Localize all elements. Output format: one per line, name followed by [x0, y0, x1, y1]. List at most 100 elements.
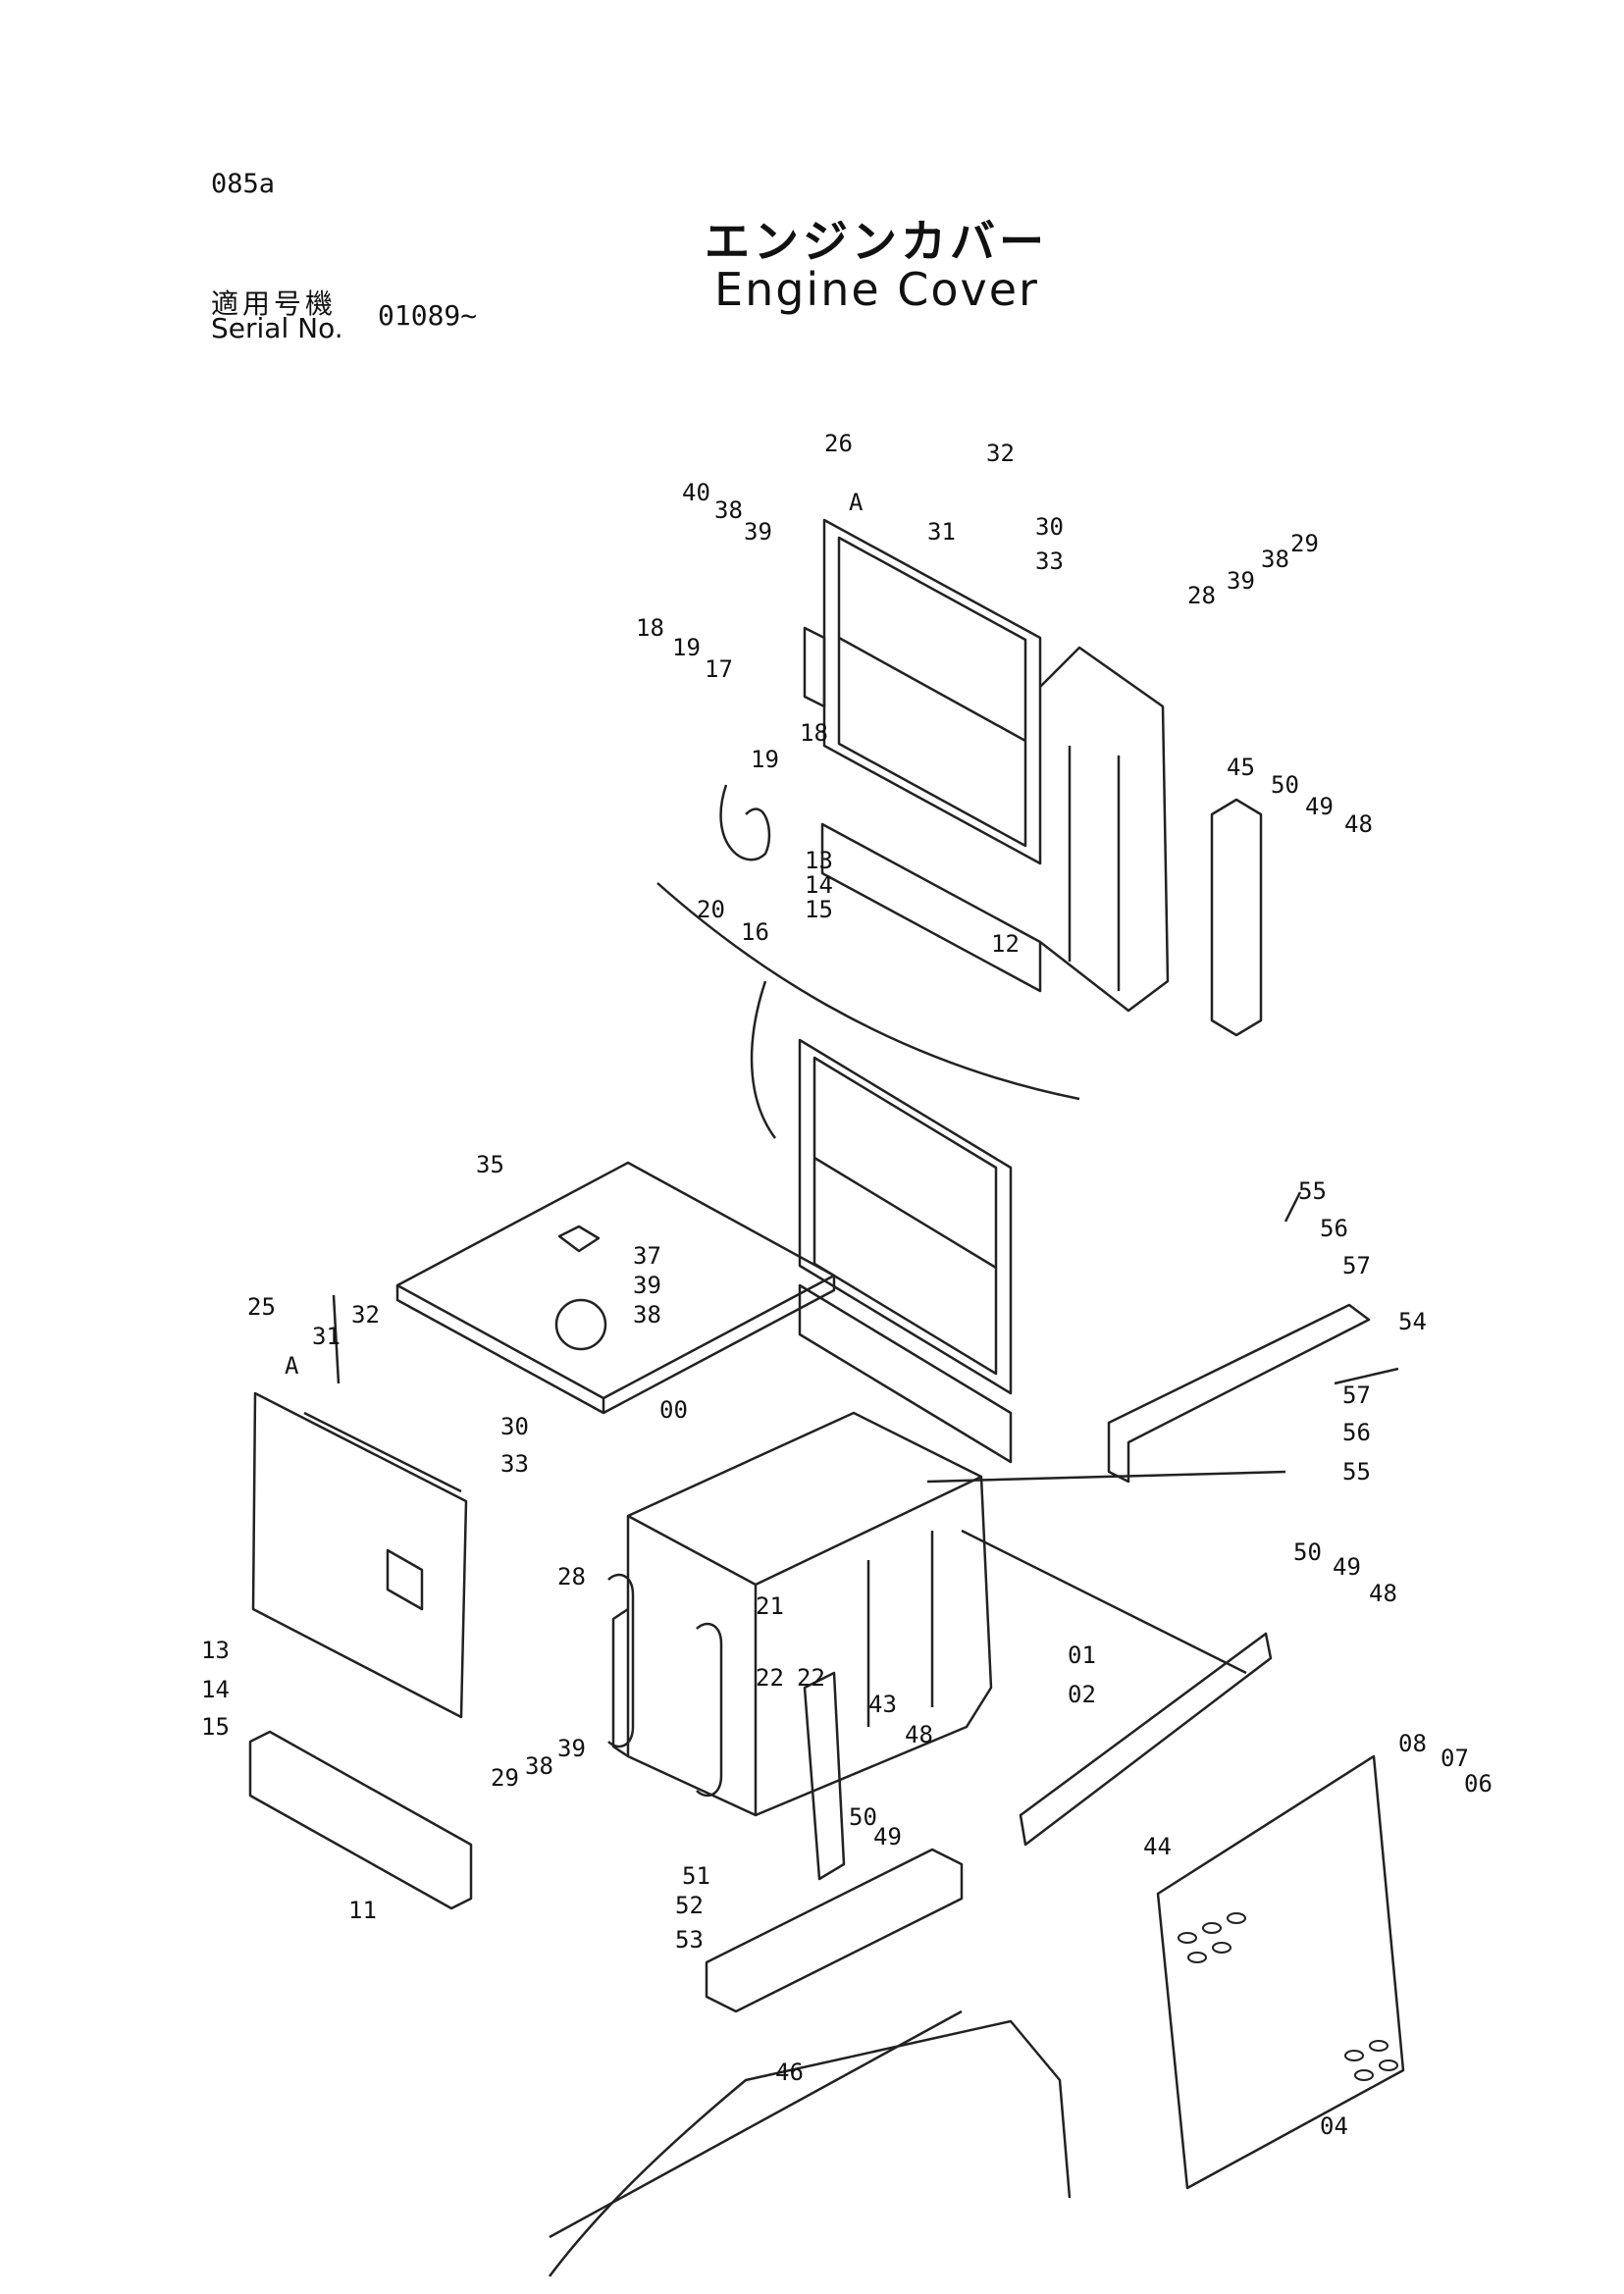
callout-label: 02 [1068, 1681, 1096, 1708]
callout-label: 50 [1271, 771, 1299, 799]
middle-door-assembly [798, 1038, 1013, 1464]
title-english: Engine Cover [714, 263, 1039, 316]
callout-label: 43 [868, 1691, 897, 1718]
callout-label: 39 [557, 1735, 586, 1762]
callout-label: 06 [1464, 1770, 1493, 1798]
base-46 [705, 1848, 964, 2013]
callout-label: 39 [744, 518, 772, 546]
panel-04 [1156, 1754, 1405, 2190]
callout-label: 14 [201, 1676, 230, 1703]
title-japanese: エンジンカバー [705, 215, 1048, 268]
callout-label: 31 [312, 1323, 341, 1350]
callout-label: 30 [500, 1413, 529, 1440]
guard-11 [248, 1730, 473, 1910]
callout-label: 14 [805, 871, 833, 899]
callout-label: A [285, 1352, 299, 1380]
serial-label-japanese: 適用号機 [211, 287, 338, 320]
callout-label: 15 [805, 896, 833, 923]
callout-label: 22 [797, 1664, 825, 1692]
callout-label: 01 [1068, 1642, 1096, 1669]
plate-35 [395, 1161, 836, 1415]
callout-label: 20 [697, 896, 725, 923]
callout-label: 19 [672, 634, 701, 661]
callout-label: 45 [1227, 754, 1255, 781]
callout-label: 38 [1261, 546, 1289, 573]
callout-label: 18 [636, 614, 664, 642]
detail-arrow-curve [750, 980, 777, 1139]
upper-door-frame [803, 518, 1042, 993]
callout-label: 40 [682, 479, 710, 506]
callout-label: 44 [1143, 1833, 1172, 1860]
callout-label: 57 [1342, 1252, 1371, 1279]
callout-label: 15 [201, 1713, 230, 1741]
callout-label: 21 [756, 1592, 784, 1620]
callout-label: 56 [1320, 1215, 1348, 1242]
bracket-54 [1107, 1303, 1371, 1484]
callout-label: 26 [824, 430, 853, 457]
door-25 [251, 1391, 468, 1719]
callout-label: 16 [741, 918, 769, 946]
callout-label: 51 [682, 1862, 710, 1890]
callout-label: 49 [1333, 1553, 1361, 1581]
handle-16 [719, 784, 771, 861]
callout-label: 04 [1320, 2112, 1348, 2140]
callout-label: 38 [633, 1301, 661, 1329]
callout-label: 53 [675, 1926, 704, 1954]
callout-label: 00 [659, 1396, 688, 1424]
callout-label: 28 [1187, 582, 1216, 609]
callout-label: A [849, 489, 864, 516]
callout-label: 08 [1398, 1730, 1427, 1757]
callout-label: 07 [1441, 1745, 1469, 1772]
callout-label: 11 [348, 1897, 377, 1924]
machine-body [549, 2019, 1072, 2277]
callout-label: 39 [633, 1272, 661, 1299]
handle-right [696, 1622, 723, 1798]
callout-label: 32 [351, 1301, 380, 1329]
callout-label: 46 [775, 2059, 804, 2086]
callout-label: 48 [1344, 810, 1373, 838]
callout-label: 54 [1398, 1308, 1427, 1335]
callout-label: 31 [927, 518, 956, 546]
plate-43 [803, 1671, 846, 1881]
callout-label: 37 [633, 1242, 661, 1270]
callout-label: 18 [800, 719, 828, 747]
callout-label: 39 [1227, 567, 1255, 595]
upper-side-panel [1039, 646, 1170, 1013]
callout-label: 48 [905, 1721, 933, 1748]
callout-label: 22 [756, 1664, 784, 1692]
callout-label: 28 [557, 1563, 586, 1590]
callout-label: 13 [201, 1637, 230, 1664]
callout-label: 33 [1035, 547, 1064, 575]
callout-label: 49 [873, 1823, 902, 1851]
callout-label: 12 [991, 930, 1020, 958]
callout-label: 56 [1342, 1419, 1371, 1446]
callout-label: 19 [751, 746, 779, 773]
serial-label-english: Serial No. [211, 312, 343, 344]
callout-label: 38 [525, 1752, 553, 1780]
strip-44 [1019, 1632, 1273, 1847]
strip-45 [1210, 798, 1263, 1037]
callout-label: 29 [1290, 530, 1319, 557]
handle-left [607, 1573, 635, 1748]
page-code: 085a [211, 169, 276, 199]
callout-label: 33 [500, 1450, 529, 1478]
serial-number-range: 01089~ [378, 299, 478, 332]
callout-label: 55 [1298, 1177, 1327, 1205]
callout-label: 49 [1305, 793, 1334, 820]
callout-label: 30 [1035, 513, 1064, 541]
callout-label: 48 [1369, 1580, 1397, 1607]
callout-label: 13 [805, 847, 833, 874]
detail-arrow [656, 882, 1080, 1101]
callout-label: 17 [705, 655, 733, 683]
callout-label: 50 [849, 1803, 877, 1831]
machine-body-lower [549, 2009, 963, 2239]
callout-label: 35 [476, 1151, 504, 1178]
callout-label: 29 [491, 1764, 519, 1792]
callout-label: 32 [986, 440, 1015, 467]
callout-label: 57 [1342, 1382, 1371, 1409]
callout-label: 55 [1342, 1458, 1371, 1486]
callout-label: 50 [1293, 1538, 1322, 1566]
callout-label: 38 [714, 496, 743, 524]
